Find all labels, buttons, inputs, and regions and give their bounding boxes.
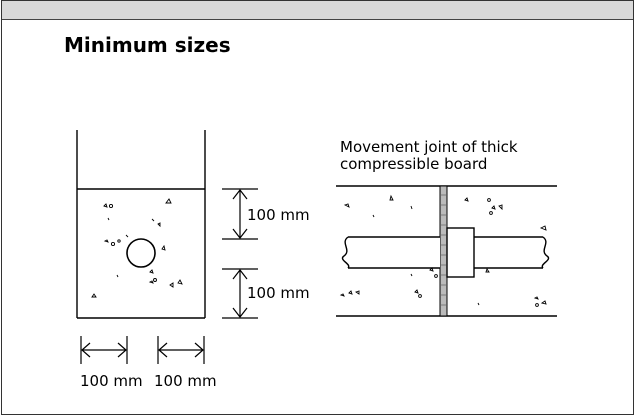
compressible-board: [439, 185, 448, 317]
pipe-cross-section: [126, 238, 156, 268]
page-title: Minimum sizes: [64, 33, 231, 57]
aggregate-specks-left: [91, 198, 183, 298]
joint-label-line1: Movement joint of thick: [340, 138, 518, 156]
dim-vertical-top-label: 100 mm: [247, 206, 310, 224]
dim-horizontal-left-label: 100 mm: [80, 372, 143, 390]
vertical-dimension: [222, 188, 258, 319]
horizontal-dimension: [80, 336, 205, 364]
aggregate-specks-right: [339, 194, 547, 307]
pipe-sleeve: [446, 227, 475, 278]
trench-section: [76, 130, 206, 319]
joint-label-line2: compressible board: [340, 155, 487, 173]
dim-horizontal-right-label: 100 mm: [154, 372, 217, 390]
top-bar: [2, 1, 633, 20]
board-hatching: [441, 194, 446, 306]
dim-vertical-bottom-label: 100 mm: [247, 284, 310, 302]
